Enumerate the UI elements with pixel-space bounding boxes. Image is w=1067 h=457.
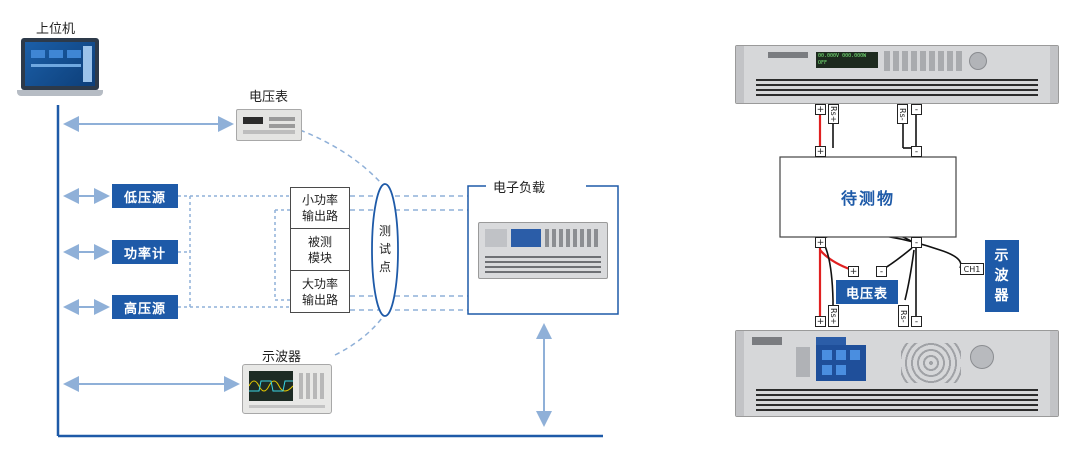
large-power-output-cell: 大功率 输出路 bbox=[290, 270, 350, 313]
psu-plus-terminal: + bbox=[815, 104, 826, 115]
dc-power-supply-icon[interactable]: 00.000V 000.000W OFF bbox=[735, 45, 1059, 104]
voltmeter-box[interactable]: 电压表 bbox=[836, 280, 898, 304]
test-point-label: 测 试 点 bbox=[378, 224, 391, 274]
psu-minus-terminal: - bbox=[911, 104, 922, 115]
oscilloscope-box[interactable]: 示 波 器 bbox=[985, 240, 1019, 312]
power-meter-box[interactable]: 功率计 bbox=[112, 240, 178, 264]
voltmeter-icon[interactable] bbox=[236, 109, 302, 141]
electronic-load-icon[interactable] bbox=[478, 222, 608, 279]
oscilloscope-icon[interactable] bbox=[242, 364, 332, 414]
host-label: 上位机 bbox=[36, 22, 76, 37]
dut-label: 待测物 bbox=[840, 189, 895, 208]
electronic-load-right-icon[interactable] bbox=[735, 330, 1059, 417]
electronic-load-label: 电子负载 bbox=[493, 181, 546, 196]
dut-plus-top-terminal: + bbox=[815, 146, 826, 157]
high-voltage-source-box[interactable]: 高压源 bbox=[112, 295, 178, 319]
oscilloscope-label: 示波器 bbox=[262, 350, 302, 365]
voltmeter-minus-terminal: - bbox=[876, 266, 887, 277]
small-power-output-cell: 小功率 输出路 bbox=[290, 187, 350, 229]
eload-minus-terminal: - bbox=[911, 316, 922, 327]
ch1-tag: CH1 bbox=[960, 263, 984, 275]
voltmeter-plus-terminal: + bbox=[848, 266, 859, 277]
psu-rs-plus-tag: Rs+ bbox=[828, 104, 839, 124]
eload-plus-terminal: + bbox=[815, 316, 826, 327]
dut-minus-bottom-terminal: - bbox=[911, 237, 922, 248]
module-under-test-cell: 被测 模块 bbox=[290, 228, 350, 271]
psu-display: 00.000V 000.000W OFF bbox=[816, 52, 878, 68]
psu-rs-minus-tag: Rs- bbox=[897, 104, 908, 124]
eload-rs-plus-tag: Rs+ bbox=[828, 305, 839, 327]
laptop-icon[interactable] bbox=[17, 38, 103, 96]
dut-plus-bottom-terminal: + bbox=[815, 237, 826, 248]
dut-minus-top-terminal: - bbox=[911, 146, 922, 157]
eload-rs-minus-tag: Rs- bbox=[898, 305, 909, 327]
voltmeter-label: 电压表 bbox=[249, 90, 289, 105]
low-voltage-source-box[interactable]: 低压源 bbox=[112, 184, 178, 208]
